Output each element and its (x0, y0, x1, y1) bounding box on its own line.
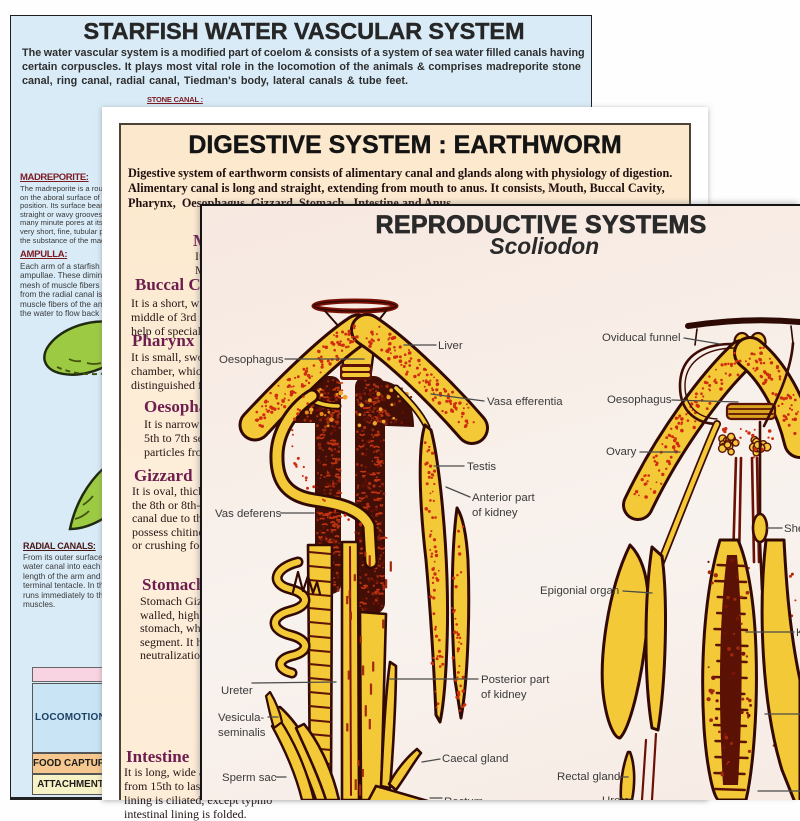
svg-text:Rectal gland: Rectal gland (557, 771, 620, 783)
svg-text:Vesicula-: Vesicula- (218, 712, 264, 724)
svg-text:Ovary: Ovary (606, 446, 637, 458)
svg-text:Epigonial organ: Epigonial organ (540, 585, 619, 597)
svg-text:Posterior part: Posterior part (481, 674, 550, 686)
svg-text:Ureter: Ureter (602, 795, 634, 800)
svg-text:Anterior part: Anterior part (472, 492, 536, 504)
svg-text:Vas deferens: Vas deferens (215, 508, 282, 520)
svg-text:Testis: Testis (467, 461, 496, 473)
svg-text:Ureter: Ureter (221, 685, 253, 697)
svg-text:Liver: Liver (438, 340, 463, 352)
svg-text:Oviducal funnel: Oviducal funnel (602, 332, 681, 344)
svg-text:Shell: Shell (784, 523, 800, 535)
svg-text:Rectum: Rectum (444, 796, 483, 800)
svg-text:Oesophagus: Oesophagus (607, 394, 672, 406)
svg-text:of kidney: of kidney (481, 689, 527, 701)
svg-text:Vasa efferentia: Vasa efferentia (487, 396, 563, 408)
svg-text:Sperm sac: Sperm sac (222, 772, 277, 784)
svg-text:seminalis: seminalis (218, 727, 266, 739)
svg-text:Kidney: Kidney (796, 627, 800, 639)
svg-text:of kidney: of kidney (472, 507, 518, 519)
svg-text:Caecal gland: Caecal gland (442, 753, 509, 765)
svg-text:Oesophagus: Oesophagus (219, 354, 284, 366)
